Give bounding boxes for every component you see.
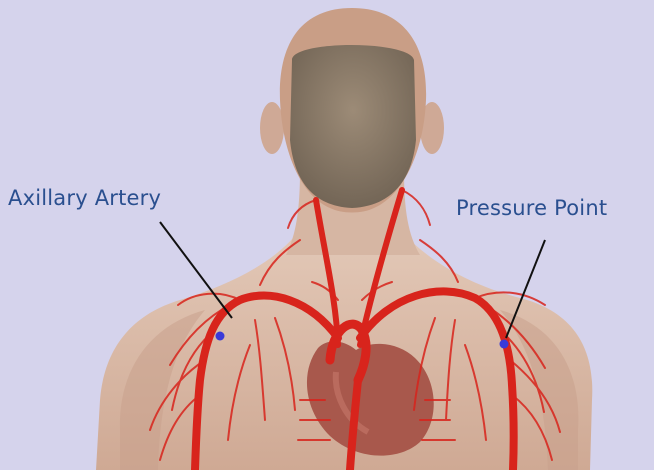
pressure-point-label: Pressure Point	[456, 196, 607, 220]
axillary-artery-label: Axillary Artery	[8, 186, 161, 210]
axillary-pressure-dot-icon	[216, 332, 225, 341]
right-pressure-dot-icon	[500, 340, 509, 349]
left-ear	[260, 102, 284, 154]
face-overlay	[290, 45, 416, 208]
